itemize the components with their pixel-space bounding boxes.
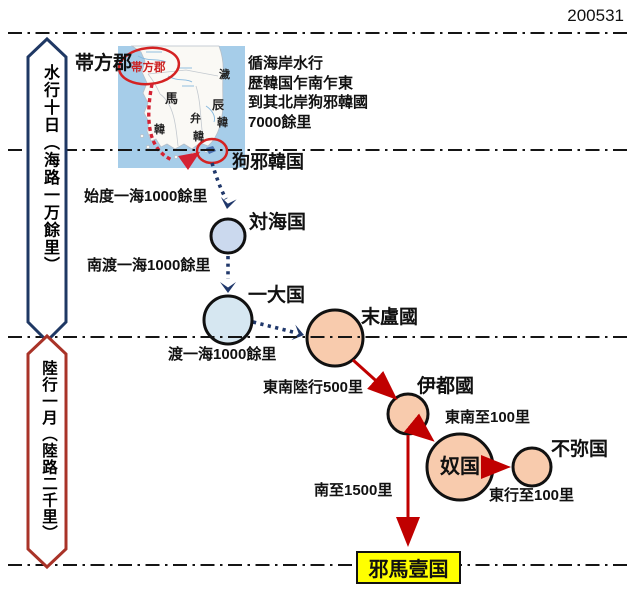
voyage-description-line: 歴韓国乍南乍東 [248, 74, 354, 92]
date-code: 200531 [567, 6, 624, 25]
voyage-description-line: 到其北岸狗邪韓國 [248, 94, 369, 111]
chevron-down-icon [220, 282, 236, 293]
stage-separator-lines [8, 32, 632, 566]
map-region-han-east: 韓 [217, 117, 228, 129]
na-label: 奴国 [440, 456, 480, 478]
yamatai-label: 邪馬壹国 [368, 559, 449, 581]
map-region-ma: 馬 [165, 91, 179, 106]
sea-stage-label: 水行十日（海路一万餘里） [41, 64, 58, 274]
map-boundaries [147, 69, 219, 147]
map-region-ye: 濊 [219, 69, 230, 81]
route-text-to-matsuro: 渡一海1000餘里 [168, 346, 277, 363]
arrow-iki-to-matsuro [252, 320, 294, 334]
yamatai-box: 邪馬壹国 [356, 551, 461, 584]
ito-label: 伊都國 [417, 376, 475, 397]
route-text-to-yamatai: 南至1500里 [314, 482, 393, 499]
coastal-route-arrowhead-icon [178, 152, 200, 170]
voyage-description-line: 7000餘里 [248, 113, 312, 131]
chevron-right-icon [291, 324, 304, 341]
arrow-matsuro-to-ito [351, 358, 398, 401]
land-stage-bracket [26, 333, 68, 570]
daifang-map-label: 帯方郡 [131, 62, 166, 74]
route-text-to-ito: 東南陸行500里 [263, 379, 364, 396]
route-text-to-na: 東南至100里 [445, 409, 531, 426]
node-circle-tsushima [209, 217, 247, 255]
iki-label: 一大国 [248, 285, 306, 306]
tsushima-label: 対海国 [249, 212, 307, 233]
land-stage-label: 陸行一月（陸路二千里） [40, 360, 57, 542]
fumi-label: 不弥国 [551, 439, 609, 460]
map-region-han-south: 韓 [193, 131, 204, 143]
voyage-description: 循海岸水行 歴韓国乍南乍東 到其北岸狗邪韓國 7000餘里 [248, 54, 368, 132]
arrow-gaya-to-tsushima [210, 162, 228, 200]
gaya-label: 狗邪韓国 [232, 152, 304, 172]
daifang-label: 帯方郡 [75, 53, 133, 74]
arrow-ito-to-na [403, 413, 435, 442]
sea-crossing-arrowheads [220, 196, 304, 341]
map-region-jin: 辰 [212, 98, 225, 112]
land-route-arrows [351, 358, 511, 547]
route-text-to-iki: 南渡一海1000餘里 [87, 257, 211, 274]
node-circle-iki [202, 294, 254, 346]
voyage-description-line: 循海岸水行 [248, 55, 324, 72]
matsuro-label: 末盧國 [361, 307, 419, 328]
node-circle-fumi [511, 446, 553, 488]
route-text-to-fumi: 東行至100里 [489, 487, 575, 504]
route-text-to-tsushima: 始度一海1000餘里 [84, 188, 208, 205]
chevron-down-icon [220, 196, 237, 209]
korea-map [118, 45, 245, 168]
map-region-byeon: 弁 [190, 113, 201, 125]
map-region-han-west: 韓 [154, 124, 165, 136]
coastal-route-dashed-path [147, 83, 173, 162]
node-circle-ito [386, 392, 430, 436]
node-circle-matsuro [305, 308, 365, 368]
